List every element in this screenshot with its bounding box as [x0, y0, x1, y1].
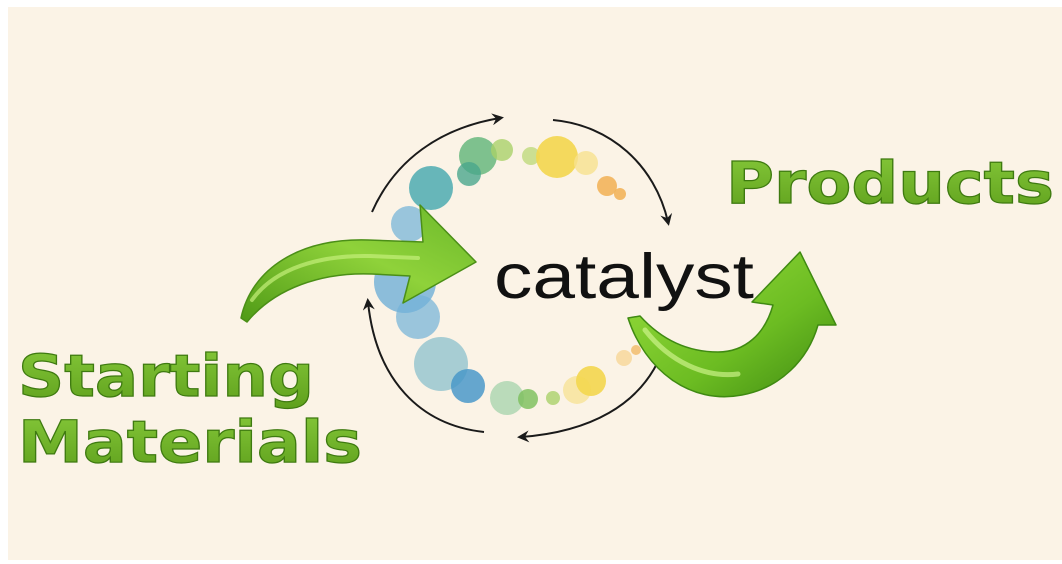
starting-label-line1: Starting: [18, 342, 314, 410]
diagram-background: [8, 7, 1062, 560]
catalyst-label: catalyst: [494, 242, 755, 312]
start-arrow-icon: [240, 204, 477, 323]
cycle-arrows-icon: [362, 113, 673, 443]
products-label: Products: [726, 149, 1054, 217]
starting-label-line2: Materials: [18, 408, 362, 476]
product-arrow-icon: [627, 251, 837, 398]
